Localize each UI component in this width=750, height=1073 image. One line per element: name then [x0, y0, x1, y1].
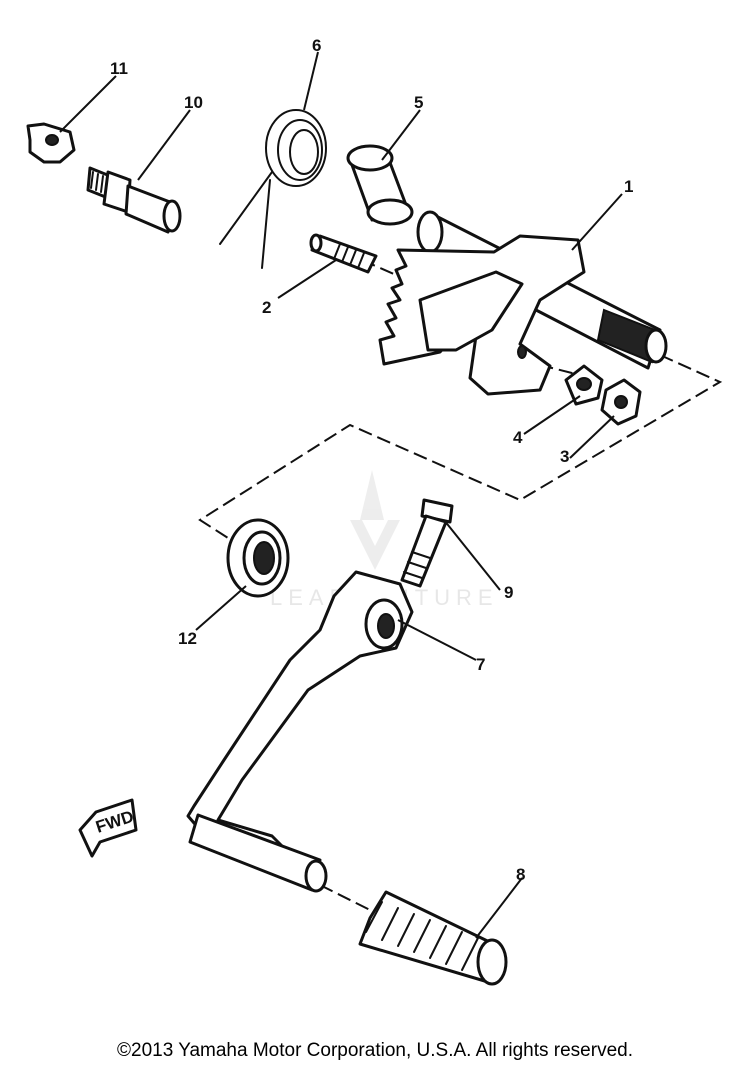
part-4-washer-plate: [564, 364, 604, 406]
callout-7: 7: [476, 655, 485, 674]
part-3-nut: [600, 378, 642, 426]
leader-lines: [59, 51, 623, 939]
callout-9: 9: [504, 583, 513, 602]
callout-6: 6: [312, 36, 321, 55]
callout-5: 5: [414, 93, 423, 112]
part-12-oil-seal: [226, 518, 290, 598]
copyright-notice: ©2013 Yamaha Motor Corporation, U.S.A. A…: [117, 1040, 633, 1061]
shift-pedal-exploded-diagram: LEADVENTURE: [26, 36, 723, 986]
callout-3: 3: [560, 447, 569, 466]
part-1-shift-shaft: [378, 210, 668, 396]
callout-11: 11: [110, 59, 128, 78]
callout-12: 12: [178, 629, 197, 648]
fwd-arrow: FWD: [78, 798, 138, 858]
callout-2: 2: [262, 298, 271, 317]
part-5-collar: [346, 144, 414, 226]
part-8-pedal-rubber: [358, 890, 508, 986]
callout-numbers: 1 2 3 4 5 6 7 8 9 10 11 12: [110, 36, 633, 884]
part-7-shift-pedal: [186, 570, 414, 893]
callout-8: 8: [516, 865, 525, 884]
callout-1: 1: [624, 177, 633, 196]
part-6-torsion-spring: [219, 109, 327, 269]
callout-10: 10: [184, 93, 203, 112]
part-9-pinch-bolt: [400, 498, 454, 588]
part-2-stud-bolt: [309, 233, 378, 274]
callout-4: 4: [513, 428, 523, 447]
part-11-lock-washer: [26, 122, 76, 164]
part-10-shaft-bolt: [86, 166, 182, 234]
